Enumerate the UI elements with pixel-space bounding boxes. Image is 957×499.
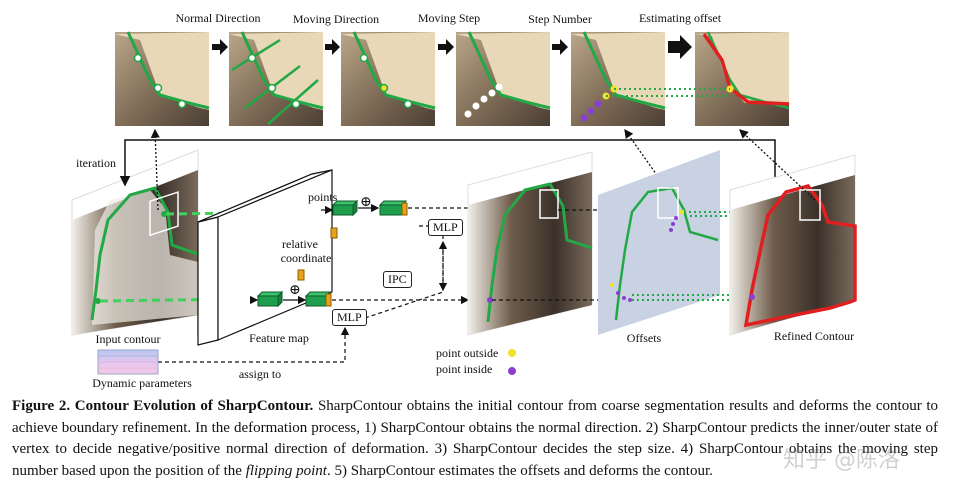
caption-title: Contour Evolution of SharpContour. <box>74 398 314 414</box>
legend-point-outside: point outside <box>436 346 499 360</box>
patch-flipping-point <box>571 31 666 126</box>
patch-moving-step <box>341 31 436 126</box>
deformation-image <box>467 151 593 336</box>
relative-coordinate-label-line1: relative <box>282 237 318 251</box>
patch-step-number <box>456 31 551 126</box>
caption-figure-number: Figure 2. <box>12 398 71 414</box>
feature-map-label: Feature map <box>249 331 309 345</box>
step-label-step-number: Step Number <box>528 12 592 26</box>
figure-diagram <box>71 31 857 375</box>
feature-blocks <box>256 199 408 308</box>
offsets-label: Offsets <box>626 331 662 345</box>
ipc-box: IPC <box>383 271 412 288</box>
step-label-estimating-offset: Estimating offset <box>638 11 722 25</box>
legend-dot-inside <box>508 367 516 375</box>
iteration-loop <box>119 139 776 187</box>
mlp-bottom-up-connector <box>364 240 448 319</box>
mlp-bottom-box: MLP <box>332 309 367 326</box>
relative-coordinate-label-line2: coordinate <box>280 251 332 265</box>
assign-to-label: assign to <box>238 367 282 381</box>
iteration-label: iteration <box>76 156 116 170</box>
step-label-normal-direction: Normal Direction <box>175 11 261 25</box>
caption-text-part2: . 5) SharpContour estimates the offsets … <box>326 462 713 479</box>
feature-map <box>197 169 333 346</box>
input-to-normal-dotted <box>150 128 160 211</box>
caption-text-italic: flipping point <box>245 462 327 479</box>
points-label: points <box>308 190 338 204</box>
offset-patch-dotted <box>624 128 679 206</box>
step-label-moving-direction: Moving Direction <box>292 12 380 26</box>
step-label-moving-step: Moving Step <box>417 11 481 25</box>
patch-moving-direction <box>229 31 324 126</box>
top-row-arrows <box>212 35 692 59</box>
caption-text-part1: SharpContour obtains the initial contour… <box>12 398 939 479</box>
dynamic-parameters-label: Dynamic parameters <box>92 376 192 390</box>
refined-contour-image <box>729 154 857 336</box>
plus-lower: ⊕ <box>289 283 301 298</box>
legend-dot-outside <box>508 349 516 357</box>
patch-normal-direction <box>115 31 210 126</box>
mlp-top-box: MLP <box>428 219 463 236</box>
refined-to-offset-patch-dotted <box>739 129 816 201</box>
input-contour-label: Input contour <box>95 332 161 346</box>
refined-contour-label: Refined Contour <box>773 329 855 343</box>
offsets-plane <box>598 150 720 335</box>
legend-point-inside: point inside <box>436 362 493 376</box>
patch-estimating-offset <box>695 31 790 126</box>
dynamic-parameters-block <box>97 349 159 375</box>
figure: Normal Direction Moving Direction Moving… <box>71 11 857 390</box>
plus-upper: ⊕ <box>360 195 372 210</box>
input-contour-image <box>71 149 199 336</box>
figure-caption: Figure 2. Contour Evolution of SharpCont… <box>12 396 938 482</box>
